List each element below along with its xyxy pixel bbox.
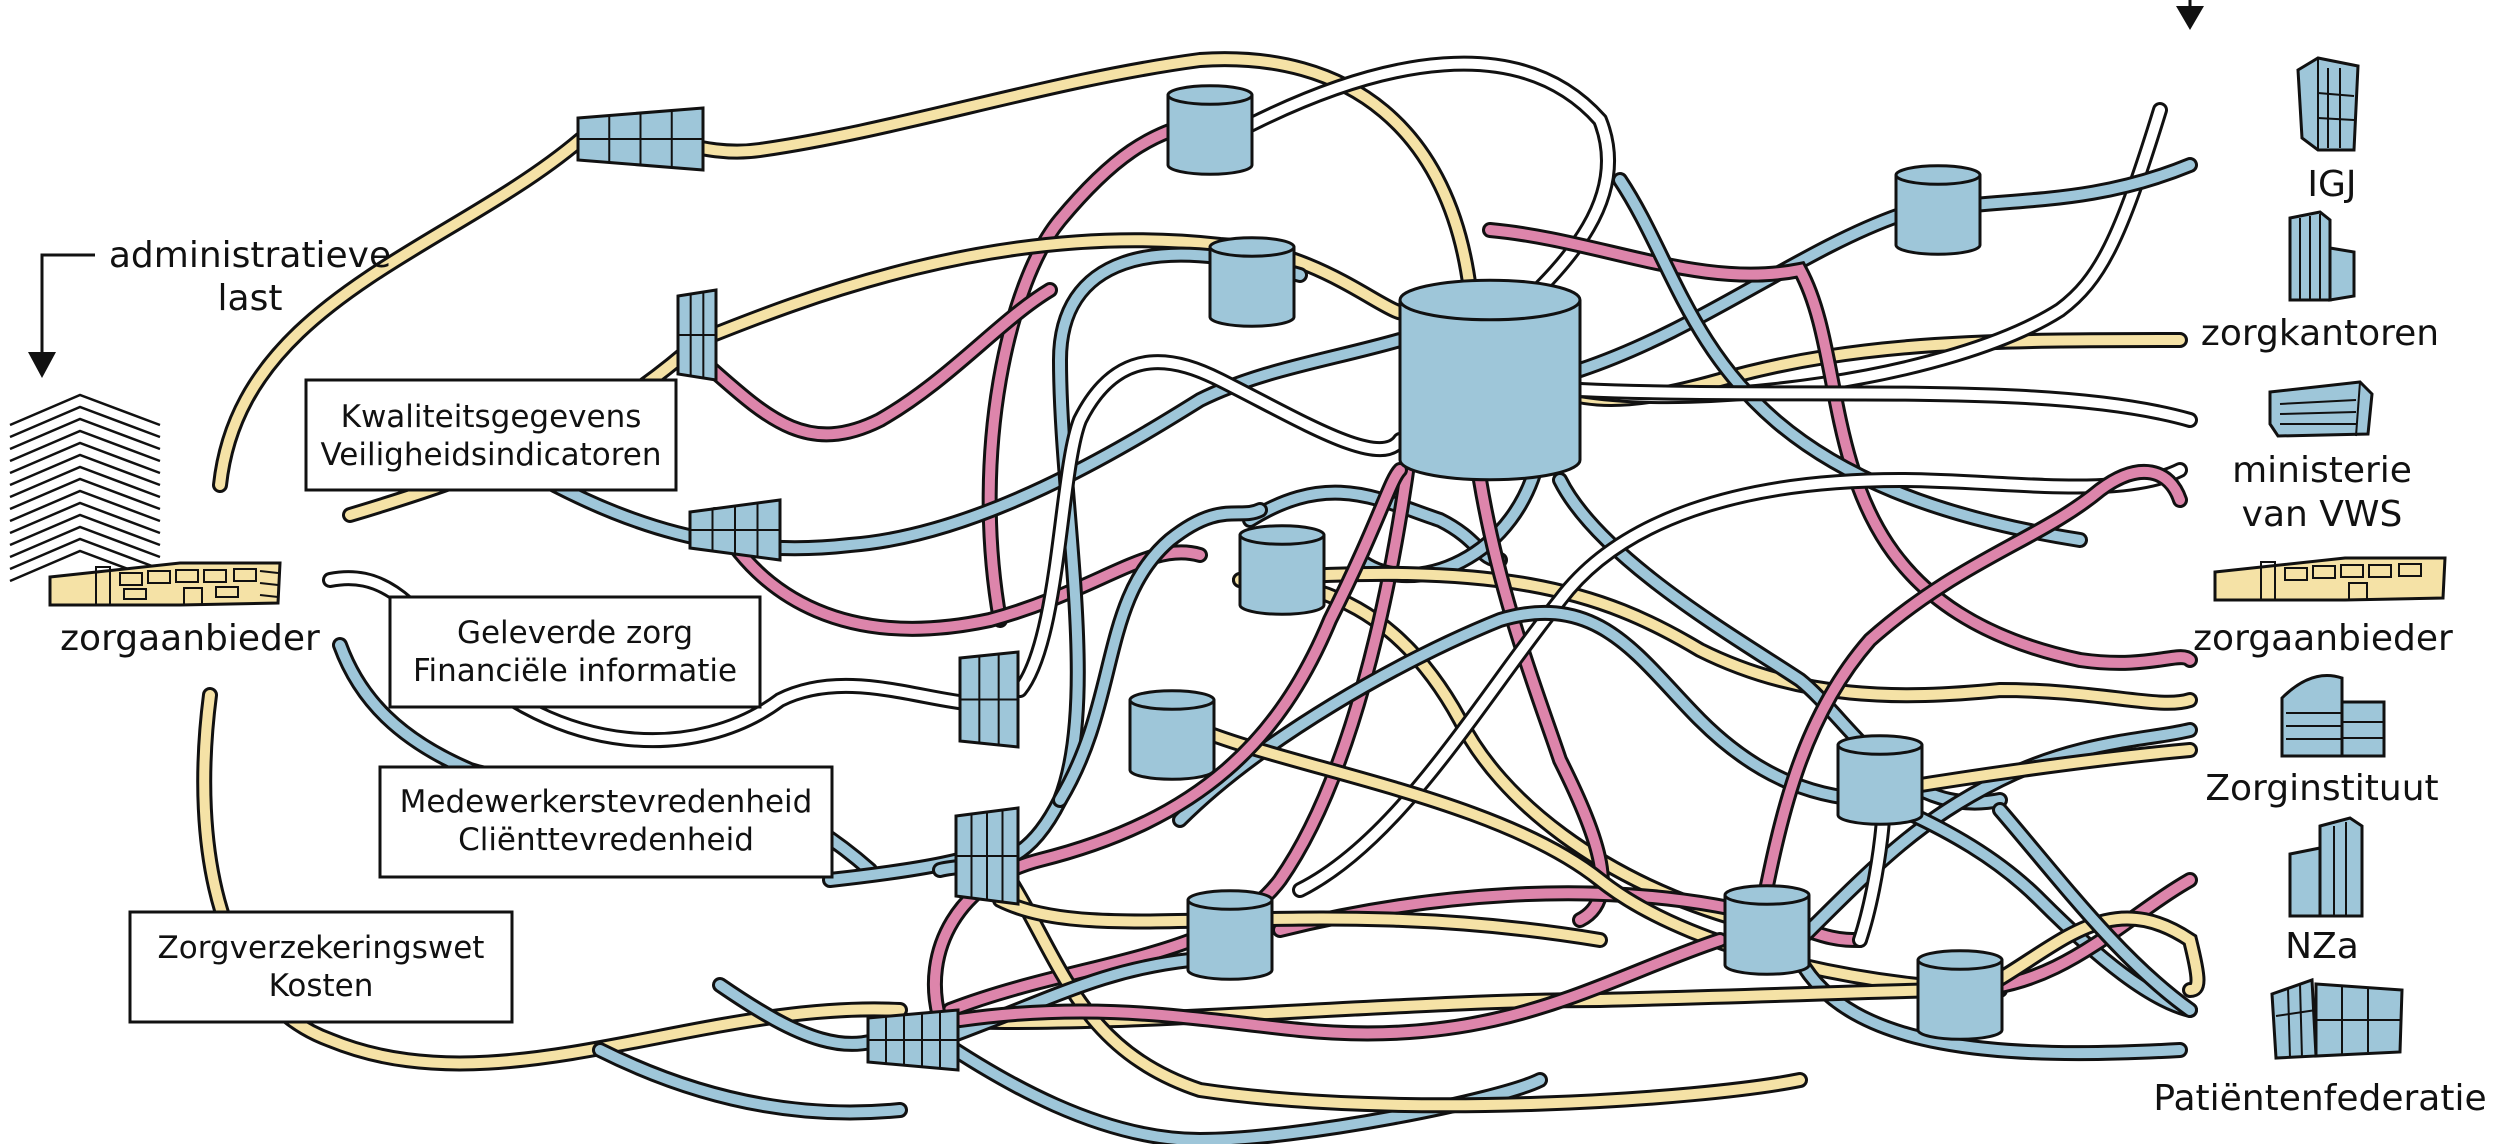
office-building-icon bbox=[576, 106, 705, 172]
ministerie-label-line1: ministerie bbox=[2232, 450, 2412, 491]
cable-yellow bbox=[1952, 910, 2206, 1008]
patientenfederatie-label: Patiëntenfederatie bbox=[2153, 1078, 2486, 1119]
nza-label: NZa bbox=[2285, 926, 2359, 967]
incoming-arrow-icon bbox=[2176, 0, 2204, 30]
cable-blue bbox=[537, 332, 1408, 557]
database-cylinder-icon bbox=[1186, 889, 1274, 981]
nza-building-icon bbox=[2288, 816, 2364, 918]
data-box-line: Medewerkerstevredenheid bbox=[400, 784, 813, 820]
database-cylinder-icon bbox=[1208, 236, 1296, 328]
cable-blue bbox=[1052, 502, 1268, 808]
zorgkantoren-label: zorgkantoren bbox=[2201, 313, 2439, 354]
data-box-line: Cliënttevredenheid bbox=[458, 822, 754, 858]
database-cylinder-icon bbox=[1894, 164, 1982, 256]
cable-yellow bbox=[196, 687, 908, 1072]
cable-white_cable bbox=[1292, 462, 2188, 898]
cable-yellow bbox=[992, 892, 1608, 948]
cable-pink bbox=[1272, 885, 1868, 948]
zorginstituut-label: Zorginstituut bbox=[2205, 768, 2438, 809]
zorgkantoren-building-icon bbox=[2288, 210, 2356, 302]
paper-stack-icon bbox=[9, 393, 161, 583]
cable-blue bbox=[592, 1042, 908, 1121]
igj-building-icon bbox=[2296, 56, 2360, 152]
igj-label: IGJ bbox=[2307, 164, 2356, 205]
cable-white_cable bbox=[1572, 382, 2198, 428]
data-box-line: Kwaliteitsgegevens bbox=[341, 399, 642, 435]
office-building-icon bbox=[676, 288, 718, 382]
database-cylinder-icon bbox=[1238, 524, 1326, 616]
cable-blue bbox=[1992, 802, 2198, 1018]
data-box-geleverde-zorg: Geleverde zorg Financiële informatie bbox=[388, 595, 762, 709]
data-box-zorgverzekeringswet: Zorgverzekeringswet Kosten bbox=[128, 910, 514, 1024]
cable-yellow bbox=[1002, 872, 1808, 1114]
database-cylinder-icon bbox=[1836, 734, 1924, 826]
annotation-line2: last bbox=[218, 278, 283, 319]
data-box-line: Veiligheidsindicatoren bbox=[320, 437, 661, 473]
cable-blue bbox=[1872, 792, 2198, 1018]
ministerie-label-line2: van VWS bbox=[2242, 494, 2403, 535]
cable-pink bbox=[952, 932, 1728, 1042]
left-zorgaanbieder-label: zorgaanbieder bbox=[60, 618, 320, 659]
cable-yellow bbox=[1232, 565, 2198, 711]
data-box-line: Financiële informatie bbox=[413, 653, 737, 689]
cable-pink bbox=[1482, 222, 2198, 671]
database-cylinder-icon bbox=[1128, 689, 1216, 781]
database-cylinder-icon bbox=[1916, 949, 2004, 1041]
left-zorgaanbieder-building-icon bbox=[48, 561, 282, 607]
cable-yellow bbox=[1192, 722, 2008, 998]
data-box-tevredenheid: Medewerkerstevredenheid Cliënttevredenhe… bbox=[378, 765, 834, 879]
office-building-icon bbox=[866, 1008, 960, 1072]
cable-blue bbox=[1612, 172, 2088, 548]
administrative-burden-arrow-icon bbox=[28, 253, 95, 378]
ministerie-building-icon bbox=[2268, 380, 2374, 438]
data-box-kwaliteit: Kwaliteitsgegevens Veiligheidsindicatore… bbox=[304, 378, 678, 492]
right-zorgaanbieder-building-icon bbox=[2213, 556, 2447, 602]
cable-pink bbox=[682, 282, 1058, 443]
right-zorgaanbieder-label: zorgaanbieder bbox=[2193, 618, 2453, 659]
cable-yellow bbox=[212, 51, 1478, 493]
database-cylinder-icon bbox=[1723, 884, 1811, 976]
cable-white_cable bbox=[1012, 354, 1408, 698]
database-cylinder-icon bbox=[1166, 84, 1254, 176]
office-building-icon bbox=[954, 806, 1020, 906]
office-building-icon bbox=[688, 498, 782, 562]
annotation-line1: administratieve bbox=[109, 235, 391, 276]
office-building-icon bbox=[958, 650, 1020, 749]
zorginstituut-building-icon bbox=[2280, 674, 2386, 758]
patientenfederatie-building-icon bbox=[2270, 977, 2404, 1060]
database-cylinder-icon bbox=[1398, 278, 1582, 482]
data-box-line: Zorgverzekeringswet bbox=[158, 930, 485, 966]
data-box-line: Geleverde zorg bbox=[457, 615, 693, 651]
data-box-line: Kosten bbox=[269, 968, 374, 1004]
cable-pink bbox=[1752, 464, 2188, 928]
database-nodes bbox=[1128, 84, 2004, 1041]
cable-pink bbox=[926, 462, 1408, 1028]
cable-pink bbox=[942, 442, 1418, 1018]
cable-blue bbox=[1172, 604, 1888, 828]
intermediate-buildings bbox=[576, 106, 1020, 1072]
